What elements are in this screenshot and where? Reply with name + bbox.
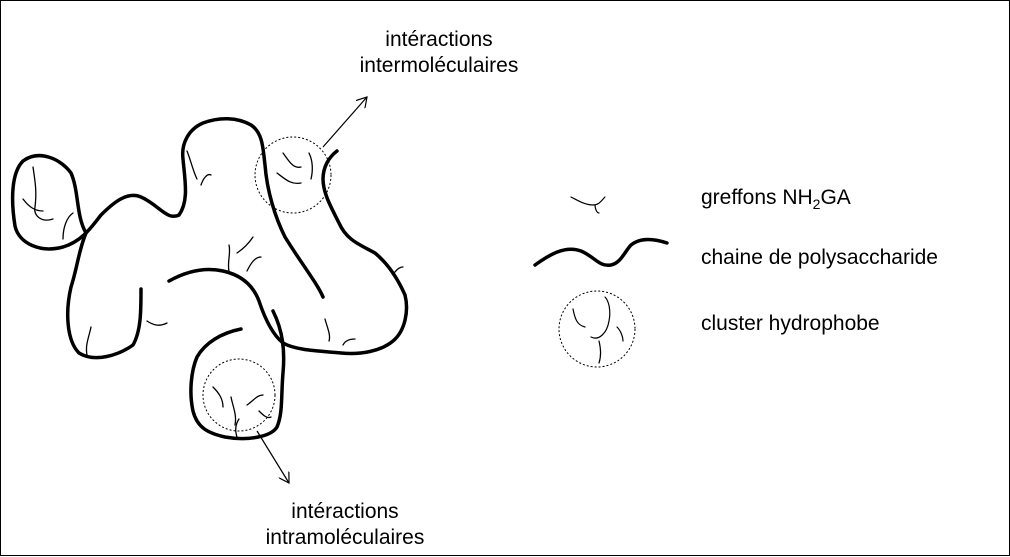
legend-graft-subscript: 2	[813, 196, 821, 212]
polysaccharide-chain	[13, 119, 407, 439]
legend-chain-symbol	[535, 240, 667, 266]
legend-graft-symbol	[571, 197, 605, 213]
annotation-intra-line1: intéractions	[245, 499, 445, 525]
legend-graft-label: greffons NH2GA	[701, 185, 851, 212]
chain-bottom-left	[68, 233, 141, 358]
chain-bottom-loop	[191, 311, 284, 439]
annotation-intermolecular: intéractions intermoléculaires	[339, 27, 539, 79]
legend-chain-label: chaine de polysaccharide	[701, 245, 938, 271]
chain-left-loop	[13, 119, 323, 297]
annotation-inter-line2: intermoléculaires	[339, 53, 539, 79]
annotation-inter-line1: intéractions	[339, 27, 539, 53]
legend-cluster-label: cluster hydrophobe	[701, 311, 880, 337]
arrow-intra	[257, 431, 289, 483]
arrow-inter	[323, 97, 367, 147]
annotation-intramolecular: intéractions intramoléculaires	[245, 499, 445, 551]
grafts	[23, 151, 403, 437]
annotation-intra-line2: intramoléculaires	[245, 525, 445, 551]
legend-cluster-symbol	[559, 291, 635, 367]
